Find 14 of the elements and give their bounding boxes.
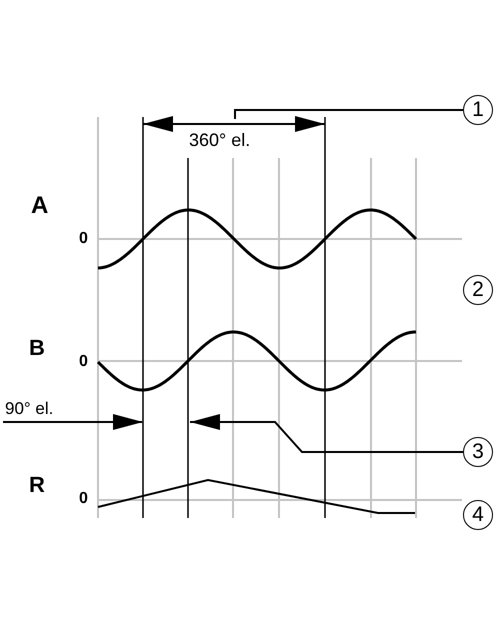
signal-name: A [31, 194, 48, 218]
zero-level-label: 0 [79, 354, 88, 370]
leader-line [234, 109, 463, 119]
callout-number: 3 [463, 437, 493, 467]
signal-name: R [29, 474, 45, 496]
zero-level-label: 0 [79, 491, 88, 507]
dimension-label: 90° el. [5, 400, 54, 417]
callout-number: 4 [463, 500, 493, 530]
dimension-label: 360° el. [189, 131, 250, 149]
signal-name: B [29, 337, 45, 359]
zero-level-label: 0 [79, 231, 88, 247]
callout-number: 1 [463, 95, 493, 125]
callout-number: 2 [463, 275, 493, 305]
leader-line [190, 414, 463, 453]
